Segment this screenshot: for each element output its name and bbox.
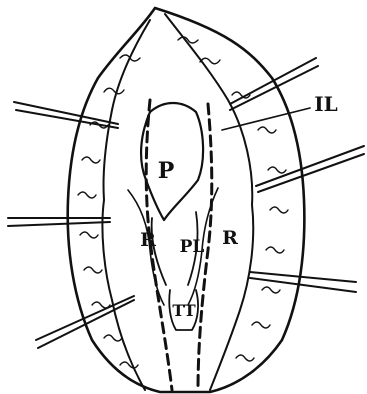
right-retractors	[230, 58, 364, 292]
retractor-right-2	[256, 146, 364, 192]
label-patella: P	[158, 158, 175, 184]
label-patellar-ligament: PL	[180, 237, 205, 257]
retractor-left-2	[8, 218, 110, 226]
retractor-right-3	[250, 272, 356, 292]
label-retinaculum-right: R	[222, 227, 238, 249]
retractor-left-1	[14, 102, 118, 128]
retractor-right-1	[230, 58, 318, 110]
label-retinaculum-left: R	[140, 229, 156, 251]
label-il: IL	[314, 92, 337, 116]
il-pointer-line	[222, 108, 310, 130]
label-tibial-tuberosity: TT	[172, 301, 195, 320]
